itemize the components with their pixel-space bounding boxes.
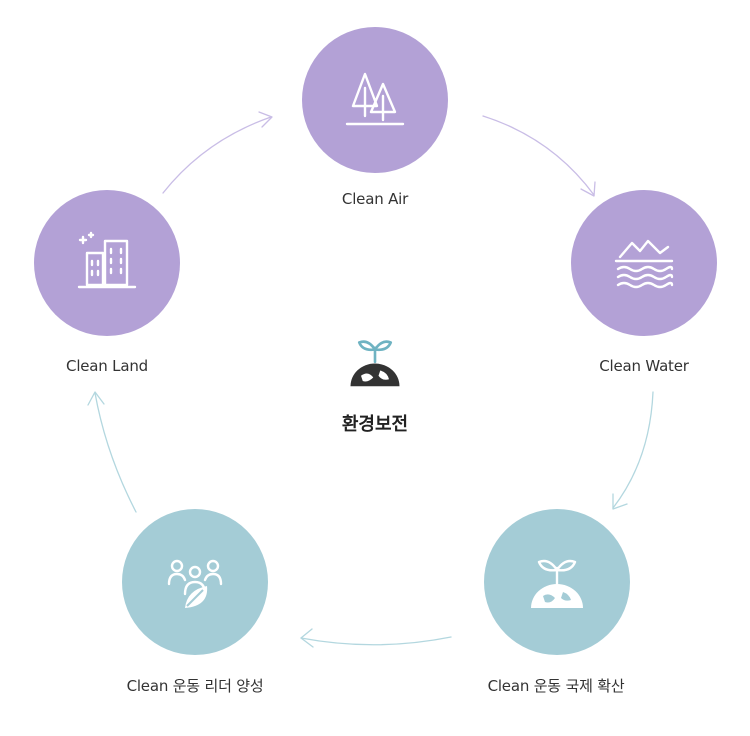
node-clean-land [34,190,180,336]
node-global-spread-label: Clean 운동 국제 확산 [487,677,625,695]
node-clean-land-label: Clean Land [66,357,148,375]
arrow-leader-to-land [94,392,137,513]
arrow-water-to-spread [612,391,654,509]
waves-mountain-icon [614,239,674,289]
sprout-globe-icon [531,559,583,608]
node-clean-air [302,27,448,173]
node-clean-air-label: Clean Air [341,190,409,208]
node-clean-water [571,190,717,336]
arrow-air-to-water [482,115,595,196]
node-clean-water-label: Clean Water [599,357,689,375]
node-global-spread [484,509,630,655]
buildings-icon [77,231,137,289]
node-leader-training-label: Clean 운동 리더 양성 [126,677,264,695]
arrow-spread-to-leader [300,636,452,646]
center-title: 환경보전 [341,414,409,435]
arrow-land-to-air-head [258,111,273,128]
arrow-air-to-water-head [580,181,596,197]
sprout-globe-icon [350,340,400,387]
arrow-leader-to-land-head [87,391,105,406]
arrow-land-to-air [162,116,272,194]
arrow-spread-to-leader-head [300,628,314,648]
trees-icon [345,72,405,126]
people-leaf-icon [167,559,223,608]
arrow-water-to-spread-head [612,493,628,510]
node-leader-training [122,509,268,655]
